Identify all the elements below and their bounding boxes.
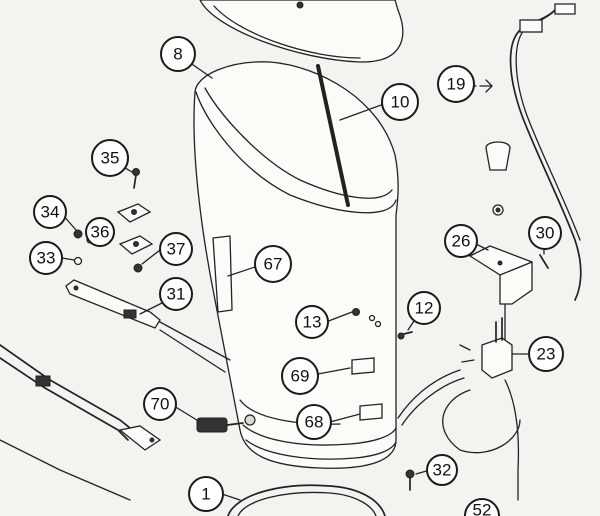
power-cord-19 [479, 3, 582, 301]
callout-label: 26 [452, 232, 471, 251]
rod-part [316, 64, 350, 207]
callout-label: 68 [305, 413, 324, 432]
callout-19: 19 [437, 65, 475, 103]
callout-label: 32 [433, 461, 452, 480]
callout-label: 10 [391, 93, 410, 112]
callout-23: 23 [528, 336, 564, 372]
label-plate-68 [359, 403, 383, 421]
callout-52: 52 [464, 498, 500, 516]
screw-32 [405, 469, 415, 491]
callout-68: 68 [296, 404, 332, 440]
callout-37: 37 [159, 232, 193, 266]
callout-label: 37 [167, 240, 186, 259]
callout-label: 31 [167, 285, 186, 304]
callout-label: 34 [41, 203, 60, 222]
label-plate-69 [351, 357, 375, 375]
washer-33 [73, 256, 83, 266]
callout-33: 33 [29, 241, 63, 275]
callout-label: 70 [151, 395, 170, 414]
callout-label: 13 [303, 313, 322, 332]
tank-body-part [193, 61, 399, 469]
callout-1: 1 [188, 476, 224, 512]
callout-label: 1 [201, 485, 210, 504]
connector-70 [196, 414, 256, 433]
callout-67: 67 [254, 245, 292, 283]
callout-70: 70 [143, 387, 177, 421]
callout-label: 67 [264, 255, 283, 274]
callout-label: 36 [91, 223, 110, 242]
callout-label: 12 [415, 299, 434, 318]
switch-23 [459, 317, 513, 379]
callout-label: 30 [536, 224, 555, 243]
callout-10: 10 [381, 83, 419, 121]
strap-lower [0, 344, 162, 501]
callout-label: 35 [101, 149, 120, 168]
callout-69: 69 [281, 357, 319, 395]
knob-part [485, 141, 511, 216]
clip-part [116, 203, 152, 223]
callout-label: 19 [447, 75, 466, 94]
callout-label: 52 [473, 501, 492, 516]
nut-34 [73, 229, 83, 239]
bracket-26 [468, 245, 549, 341]
wiring [397, 369, 521, 501]
callout-26: 26 [444, 224, 478, 258]
bracket-37 [118, 235, 154, 273]
strap-31 [65, 279, 231, 373]
callout-label: 69 [291, 367, 310, 386]
callout-8: 8 [160, 36, 196, 72]
screw-12 [397, 331, 413, 340]
callout-36: 36 [85, 217, 115, 247]
callout-31: 31 [159, 277, 193, 311]
lid-part [199, 0, 404, 63]
callout-12: 12 [407, 291, 441, 325]
hole-13 [352, 308, 382, 328]
callout-30: 30 [528, 216, 562, 250]
callout-13: 13 [295, 305, 329, 339]
callout-label: 33 [37, 249, 56, 268]
callout-32: 32 [426, 454, 458, 486]
callout-label: 23 [537, 345, 556, 364]
gasket-ring-1 [227, 484, 386, 516]
callout-34: 34 [33, 195, 67, 229]
callout-35: 35 [91, 139, 129, 177]
callout-label: 8 [173, 45, 182, 64]
